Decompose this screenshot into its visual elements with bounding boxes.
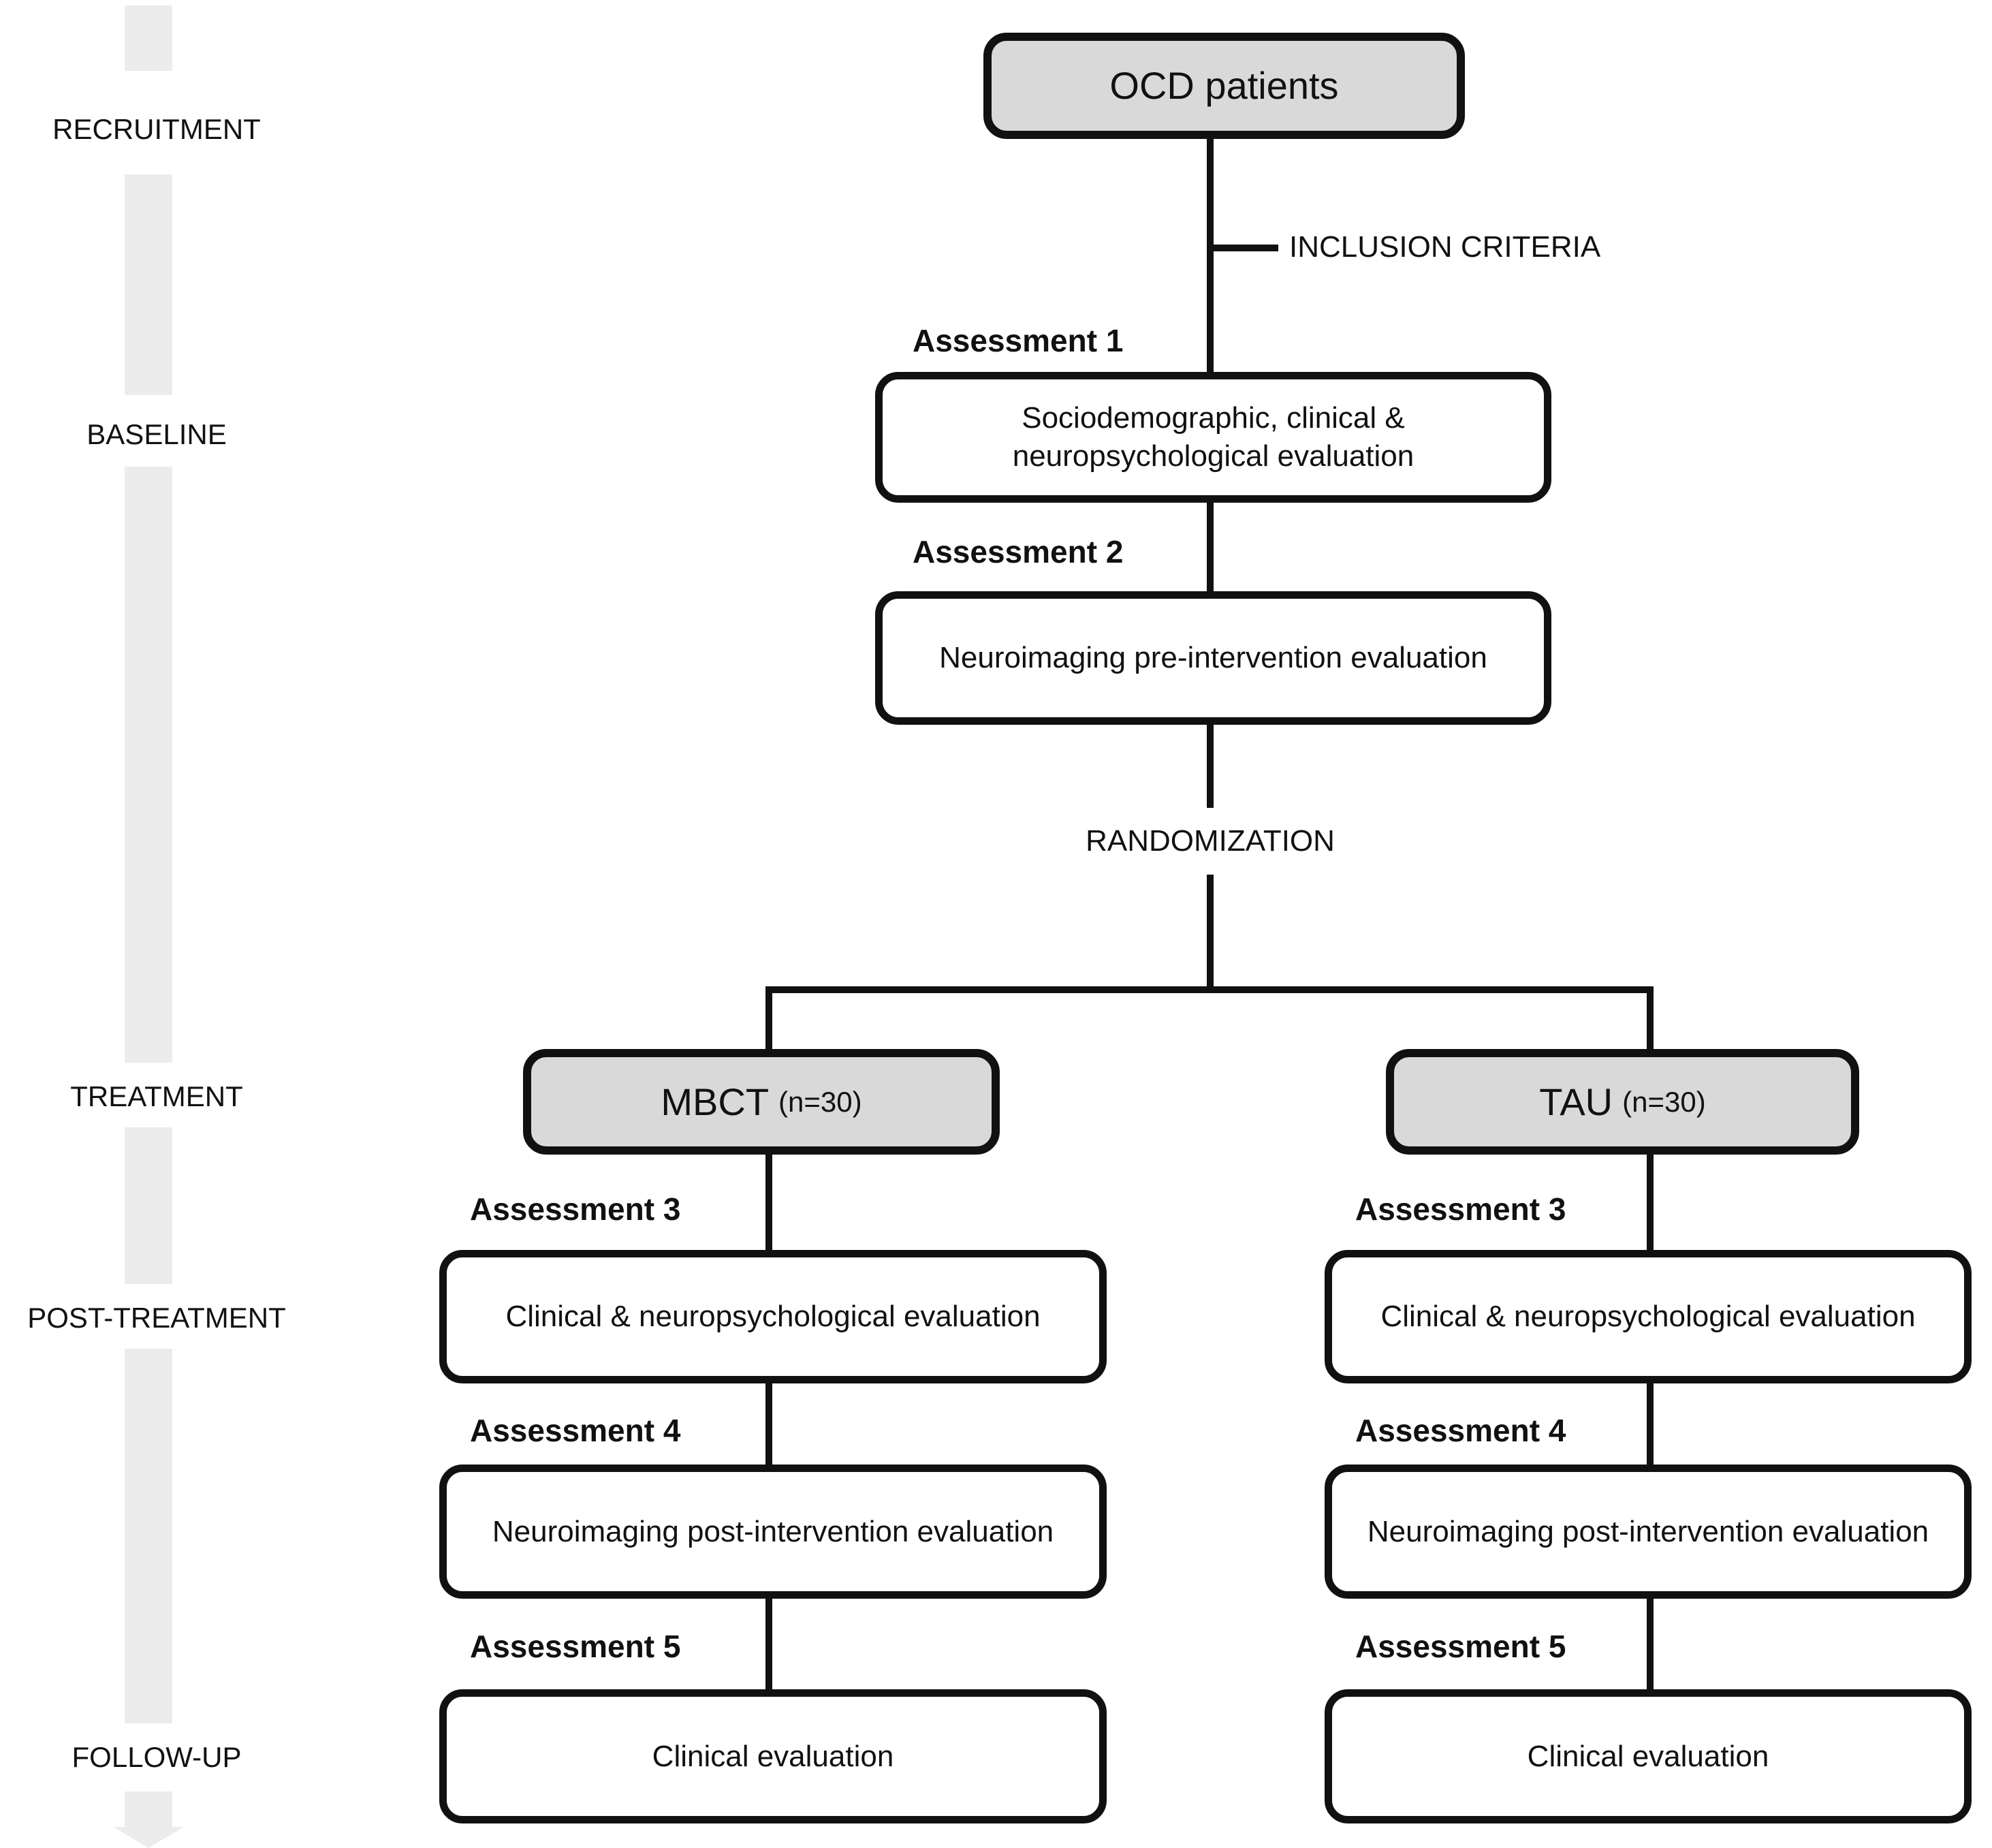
timeline-arrowhead-icon [113, 1827, 184, 1848]
timeline-bar-segment [125, 467, 172, 1063]
connector-line [1207, 503, 1214, 591]
tau-arm-box: TAU (n=30) [1386, 1049, 1859, 1155]
assessment-5-label-tau: Assessment 5 [1355, 1629, 1566, 1664]
connector-line [1207, 138, 1214, 372]
connector-line [765, 1383, 772, 1465]
neuroimaging-pre-intervention-box: Neuroimaging pre-intervention evaluation [875, 591, 1551, 725]
connector-line [765, 986, 772, 1049]
timeline-bar-segment [125, 1349, 172, 1723]
timeline-bar-segment [125, 5, 172, 71]
clinical-neuropsych-box-mbct: Clinical & neuropsychological evaluation [439, 1250, 1107, 1383]
stage-label-recruitment: RECRUITMENT [52, 113, 261, 145]
connector-line [1647, 1383, 1654, 1465]
stage-label-baseline: BASELINE [86, 418, 227, 450]
box-text: Clinical & neuropsychological evaluation [505, 1300, 1041, 1333]
box-text: Neuroimaging pre-intervention evaluation [939, 641, 1487, 674]
randomization-split-line [765, 986, 1654, 993]
connector-line [1647, 1155, 1654, 1250]
mbct-arm-name: MBCT [661, 1080, 770, 1123]
assessment-4-label-tau: Assessment 4 [1355, 1413, 1566, 1448]
assessment-4-label-mbct: Assessment 4 [470, 1413, 681, 1448]
assessment-3-label-mbct: Assessment 3 [470, 1191, 681, 1227]
connector-line [765, 1599, 772, 1689]
assessment-3-label-tau: Assessment 3 [1355, 1191, 1566, 1227]
randomization-label: RANDOMIZATION [1086, 824, 1335, 858]
tau-arm-name: TAU [1539, 1080, 1613, 1123]
neuroimaging-post-box-tau: Neuroimaging post-intervention evaluatio… [1325, 1465, 1972, 1599]
assessment-2-label: Assessment 2 [913, 534, 1124, 569]
stage-label-follow-up: FOLLOW-UP [72, 1741, 242, 1773]
box-text: Clinical & neuropsychological evaluation [1380, 1300, 1916, 1333]
mbct-arm-n: (n=30) [778, 1085, 862, 1118]
neuroimaging-post-box-mbct: Neuroimaging post-intervention evaluatio… [439, 1465, 1107, 1599]
clinical-evaluation-box-mbct: Clinical evaluation [439, 1689, 1107, 1823]
tau-arm-n: (n=30) [1622, 1085, 1706, 1118]
sociodemographic-evaluation-box: Sociodemographic, clinical & neuropsycho… [875, 372, 1551, 503]
assessment-1-label: Assessment 1 [913, 323, 1124, 358]
box-text: Neuroimaging post-intervention evaluatio… [492, 1514, 1054, 1548]
box-text: Clinical evaluation [652, 1739, 894, 1773]
sociodemographic-evaluation-text: Sociodemographic, clinical & neuropsycho… [1013, 399, 1414, 475]
inclusion-criteria-label: INCLUSION CRITERIA [1289, 230, 1601, 264]
connector-line [1207, 725, 1214, 808]
mbct-arm-box: MBCT (n=30) [523, 1049, 1000, 1155]
ocd-patients-label: OCD patients [1109, 64, 1339, 107]
box-text: Neuroimaging post-intervention evaluatio… [1367, 1514, 1929, 1548]
stage-label-post-treatment: POST-TREATMENT [27, 1302, 286, 1334]
stage-label-treatment: TREATMENT [70, 1080, 243, 1112]
timeline-bar-segment [125, 1127, 172, 1284]
timeline-bar-segment [125, 174, 172, 395]
connector-line [1647, 1599, 1654, 1689]
connector-line [765, 1155, 772, 1250]
timeline-bar-segment [125, 1791, 172, 1827]
ocd-patients-box: OCD patients [983, 33, 1465, 139]
box-text-line: Sociodemographic, clinical & [1022, 401, 1405, 435]
box-text: Clinical evaluation [1527, 1739, 1769, 1773]
connector-line [1207, 875, 1214, 992]
box-text-line: neuropsychological evaluation [1012, 439, 1414, 473]
clinical-neuropsych-box-tau: Clinical & neuropsychological evaluation [1325, 1250, 1972, 1383]
assessment-5-label-mbct: Assessment 5 [470, 1629, 681, 1664]
inclusion-criteria-tick [1210, 245, 1278, 251]
connector-line [1647, 986, 1654, 1049]
clinical-evaluation-box-tau: Clinical evaluation [1325, 1689, 1972, 1823]
